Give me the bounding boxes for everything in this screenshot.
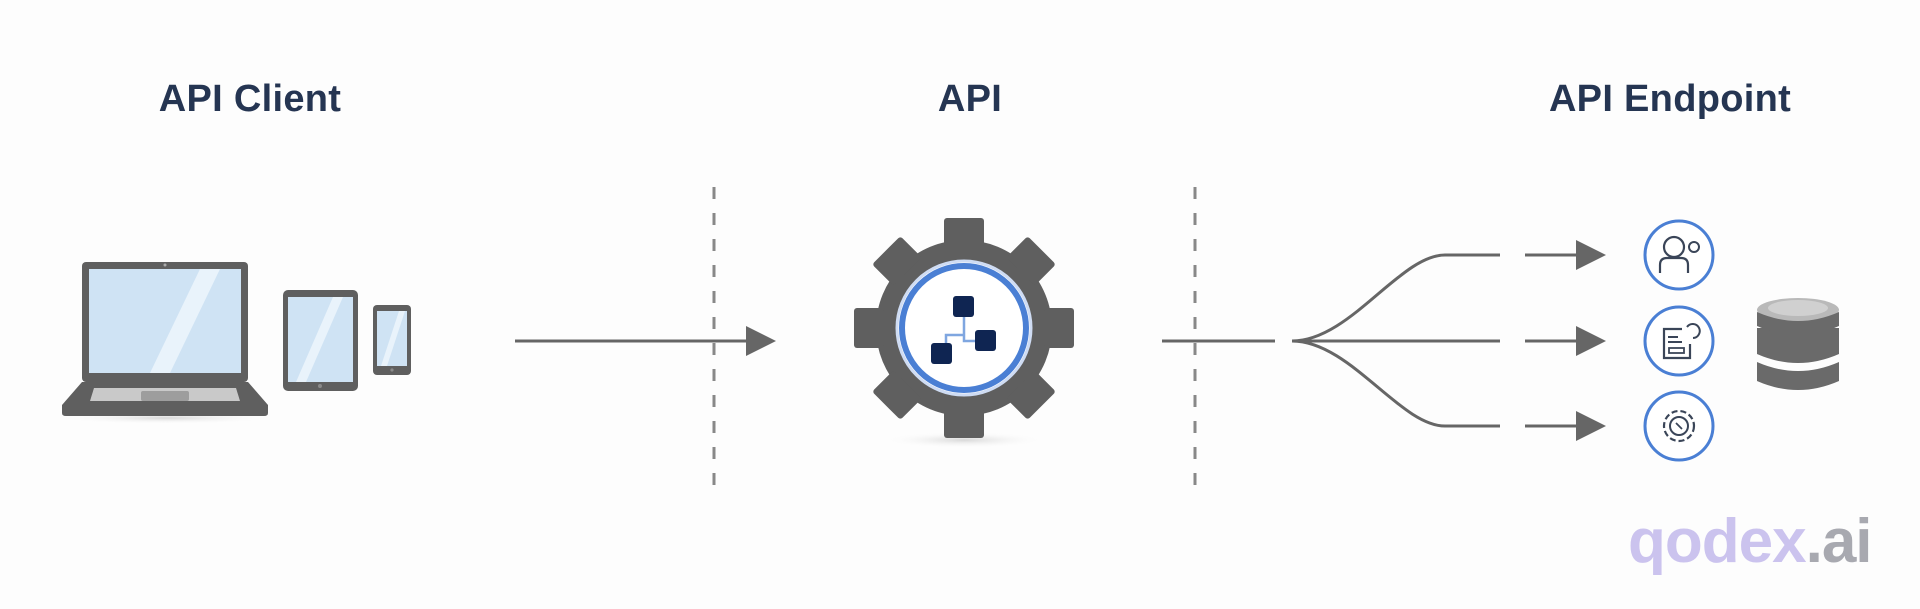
tablet-icon (283, 290, 358, 391)
phone-icon (373, 305, 411, 375)
database-icon (1757, 298, 1839, 390)
response-fan-out (1162, 253, 1500, 428)
api-title: API (937, 78, 1003, 120)
logo-tld: .ai (1805, 507, 1873, 576)
user-settings-icon (1643, 219, 1715, 291)
logo-brand: qodex (1628, 507, 1807, 576)
api-client-title: API Client (158, 78, 342, 120)
document-sync-icon (1643, 305, 1715, 377)
api-endpoint-title: API Endpoint (1548, 78, 1792, 120)
gear-settings-icon (1643, 390, 1715, 462)
laptop-trackpad (141, 391, 189, 401)
qodex-logo: qodex.ai (1628, 506, 1873, 577)
gear-network-icon (854, 218, 1074, 448)
